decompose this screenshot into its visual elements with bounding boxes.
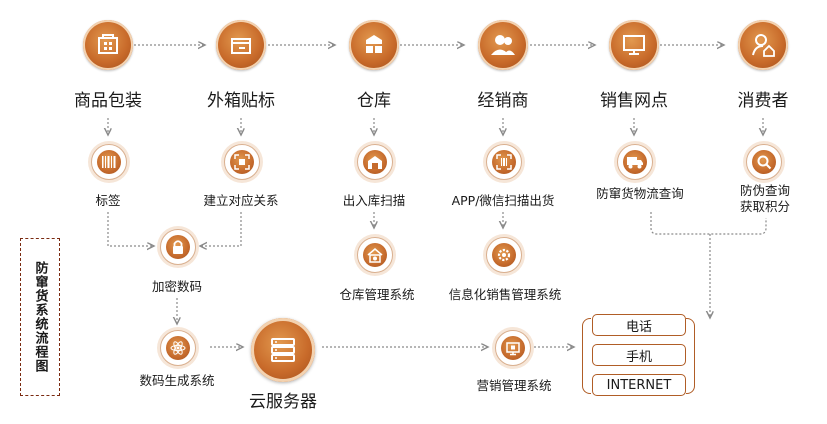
house-gear-icon (357, 237, 393, 273)
user-home-icon (738, 20, 788, 70)
label-cloud: 云服务器 (249, 392, 317, 412)
label-fangwei: 防伪查询 获取积分 (740, 183, 790, 215)
atom-icon (160, 330, 196, 366)
label-jiami: 加密数码 (151, 279, 203, 294)
lock-icon (160, 229, 196, 265)
label-shuma-sys: 数码生成系统 (139, 373, 215, 388)
scan-frame-icon (486, 144, 522, 180)
label-cangku-sys: 仓库管理系统 (339, 287, 415, 302)
label-fangwei-line1: 防伪查询 (739, 183, 791, 198)
screen-chip-icon (495, 330, 531, 366)
channel-mobile: 手机 (592, 344, 686, 366)
warehouse-door-icon (357, 144, 393, 180)
gear-icon (486, 237, 522, 273)
channel-internet: INTERNET (592, 374, 686, 396)
channel-bracket-left (582, 318, 591, 394)
side-title-box: 防窜货系统流程图 (20, 238, 60, 396)
warehouse-icon (349, 20, 399, 70)
channel-phone: 电话 (592, 314, 686, 336)
label-xinxi-sys: 信息化销售管理系统 (448, 287, 562, 302)
truck-icon (617, 144, 653, 180)
qr-box-icon (83, 20, 133, 70)
package-box-icon (216, 20, 266, 70)
main-label-5: 销售网点 (600, 91, 668, 111)
main-label-1: 商品包装 (74, 91, 142, 111)
label-app: APP/微信扫描出货 (451, 193, 555, 208)
label-jianli: 建立对应关系 (203, 193, 279, 208)
label-biaoqian: 标签 (95, 193, 121, 208)
main-label-3: 仓库 (357, 91, 391, 111)
search-icon (746, 144, 782, 180)
main-label-4: 经销商 (477, 91, 529, 111)
label-fangwei-line2: 获取积分 (739, 199, 791, 214)
monitor-icon (609, 20, 659, 70)
main-label-2: 外箱贴标 (207, 91, 275, 111)
side-title: 防窜货系统流程图 (32, 261, 48, 373)
label-yingxiao-sys: 营销管理系统 (476, 378, 552, 393)
people-icon (478, 20, 528, 70)
server-icon (251, 318, 315, 382)
main-label-6: 消费者 (737, 91, 789, 111)
label-chaxun: 防窜货物流查询 (596, 186, 684, 201)
barcode-icon (91, 144, 127, 180)
scan-box-icon (224, 144, 260, 180)
channel-bracket-right (686, 318, 695, 394)
label-churuku: 出入库扫描 (342, 193, 406, 208)
